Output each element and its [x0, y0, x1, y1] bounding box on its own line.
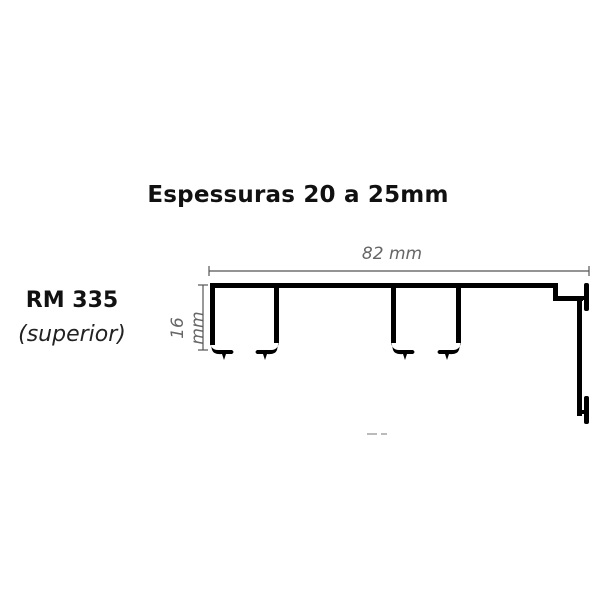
- partial-label-fragment: [367, 433, 387, 435]
- product-model: RM 335: [25, 288, 119, 313]
- width-dimension-line: [208, 266, 590, 276]
- page-title: Espessuras 20 a 25mm: [147, 182, 449, 208]
- rail-profile: [210, 283, 589, 424]
- product-position: (superior): [18, 322, 126, 347]
- width-dimension-label: 82 mm: [361, 244, 423, 264]
- height-dimension-line: [198, 284, 208, 351]
